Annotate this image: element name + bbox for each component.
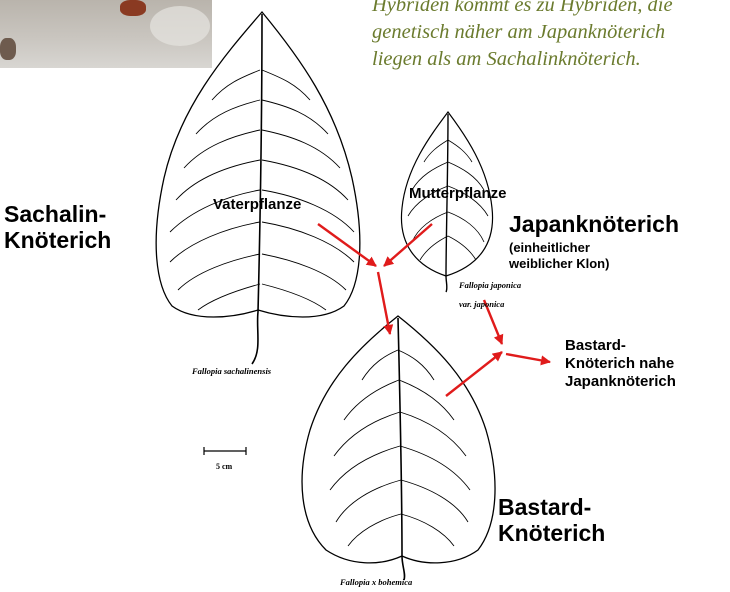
sachalin-leaf [156,12,360,364]
label-mutterpflanze: Mutterpflanze [409,185,507,203]
arrow-cross-to-bastard [378,272,390,334]
label-bastard: Bastard- Knöterich [498,494,605,546]
arrow-to-hybrid-label [506,354,550,362]
label-hybrid-backcross: Bastard- Knöterich nahe Japanknöterich [565,337,676,391]
scale-bar [204,447,246,455]
label-sachalin: Sachalin- Knöterich [4,201,111,253]
label-japan-title: Japanknöterich [509,211,679,237]
species-bohemica: Fallopia x bohemica [340,577,412,587]
label-vaterpflanze: Vaterpflanze [213,196,301,214]
scale-bar-label: 5 cm [216,462,232,471]
species-sachalinensis: Fallopia sachalinensis [192,366,271,376]
species-japonica: Fallopia japonica var. japonica [459,280,521,309]
label-japan-sub: (einheitlicher weiblicher Klon) [509,240,609,272]
bastard-leaf [302,316,495,580]
